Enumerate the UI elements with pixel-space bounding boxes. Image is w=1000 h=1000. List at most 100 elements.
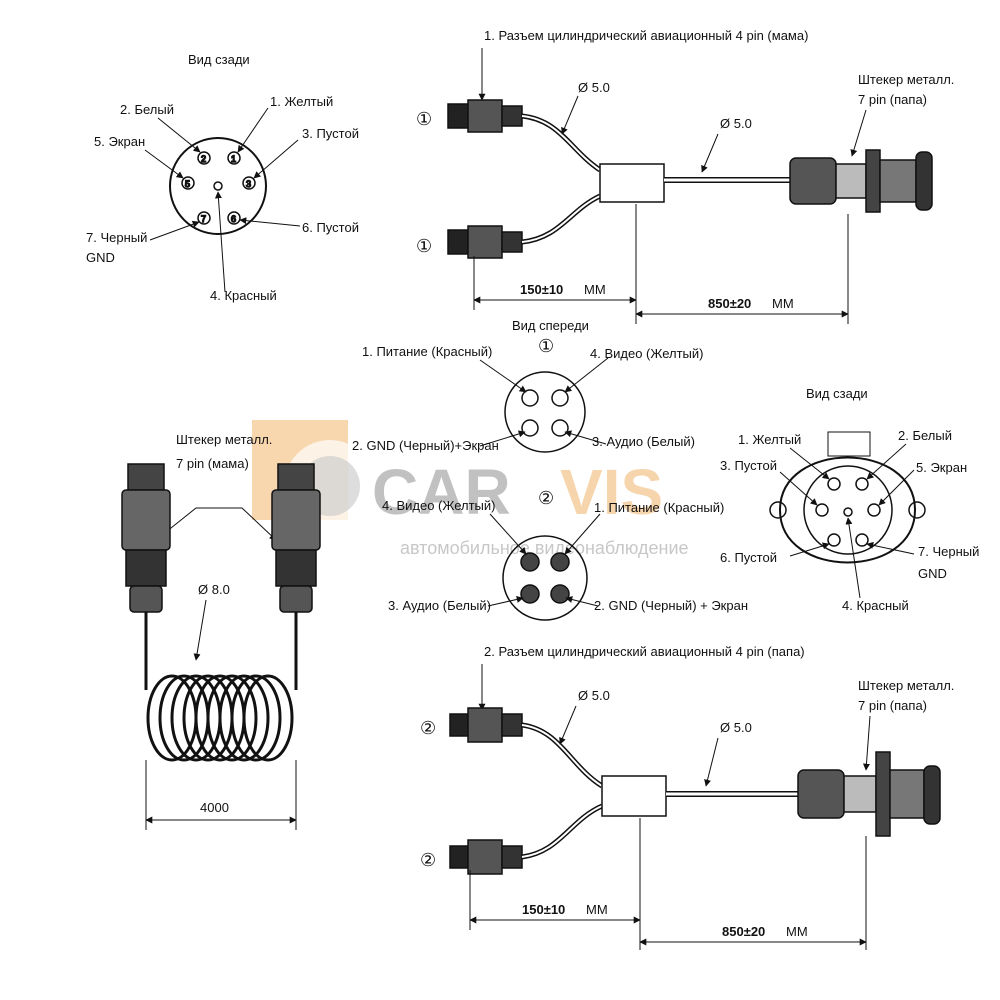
front1-video: 4. Видео (Желтый) <box>590 346 704 361</box>
coil-plug-line2: 7 pin (мама) <box>176 456 249 471</box>
length-long-b: 850±20 <box>722 924 765 939</box>
metal-plug-7pin-female-right <box>271 463 321 613</box>
svg-text:3: 3 <box>246 179 251 189</box>
rear-right-face <box>803 465 893 555</box>
coil-loop <box>242 674 294 762</box>
metal-plug-7pin-male-top <box>789 149 933 213</box>
rr-pin-7-gnd: GND <box>918 566 947 581</box>
front-2-leaders <box>487 513 601 607</box>
front-view-title: Вид спереди <box>512 318 589 333</box>
metal-plug-7pin-female-left <box>121 463 171 613</box>
pin-label-6: 6. Пустой <box>302 220 359 235</box>
coiled-cable: Штекер металл. 7 pin (мама) Ø 8.0 4000 <box>121 432 321 830</box>
svg-text:5: 5 <box>185 179 190 189</box>
rr-pin-7: 7. Черный <box>918 544 979 559</box>
part-number-label <box>827 431 871 457</box>
rr-pin-6: 6. Пустой <box>720 550 777 565</box>
flange-plate <box>778 456 917 564</box>
coil-loop <box>206 674 258 762</box>
marker-2-upper: ② <box>420 718 436 738</box>
rr-pin-3: 3. Пустой <box>720 458 777 473</box>
dimension-lines-b <box>469 818 867 950</box>
watermark: CAR VIS автомобильное видеонаблюдение <box>252 420 689 558</box>
pin-label-2: 2. Белый <box>120 102 174 117</box>
leader-lines <box>144 107 301 293</box>
length-short-unit-b: ММ <box>586 902 608 917</box>
connector1-title: 1. Разъем цилиндрический авиационный 4 p… <box>484 28 808 43</box>
pin-label-4: 4. Красный <box>210 288 277 303</box>
svg-text:1: 1 <box>231 154 236 164</box>
front1-audio: 3. Аудио (Белый) <box>592 434 695 449</box>
front2-gnd: 2. GND (Черный) + Экран <box>594 598 748 613</box>
coil-loops <box>146 674 294 762</box>
coil-dimension <box>145 760 297 830</box>
length-short: 150±10 <box>520 282 563 297</box>
rr-pin-2: 2. Белый <box>898 428 952 443</box>
coil-plug-line1: Штекер металл. <box>176 432 272 447</box>
watermark-brand-right: VIS <box>560 456 663 528</box>
front2-audio: 3. Аудио (Белый) <box>388 598 491 613</box>
watermark-brand-left: CAR <box>372 456 511 528</box>
marker-1-lower: ① <box>416 236 432 256</box>
front1-power: 1. Питание (Красный) <box>362 344 492 359</box>
pin-label-7-gnd: GND <box>86 250 115 265</box>
watermark-tagline: автомобильное видеонаблюдение <box>400 538 689 558</box>
connector2-title: 2. Разъем цилиндрический авиационный 4 p… <box>484 644 805 659</box>
pin-holes: 2 1 5 3 7 6 <box>181 151 256 225</box>
front-connector-2 <box>502 535 588 621</box>
dimension-lines <box>473 204 849 324</box>
rear-right-title: Вид сзади <box>806 386 868 401</box>
plug-b-line1: Штекер металл. <box>858 678 954 693</box>
splitter-block <box>599 163 665 203</box>
rear-view-right: Вид сзади 1. Желтый 2. Белый 3. Пустой 5… <box>720 386 979 613</box>
dia-label-main-b: Ø 5.0 <box>720 720 752 735</box>
svg-text:7: 7 <box>201 214 206 224</box>
length-long-unit: ММ <box>772 296 794 311</box>
length-short-unit: ММ <box>584 282 606 297</box>
coil-length: 4000 <box>200 800 229 815</box>
rear-view-title: Вид сзади <box>188 52 250 67</box>
front-marker-2: ② <box>538 488 554 508</box>
coil-loop <box>218 674 270 762</box>
length-long-unit-b: ММ <box>786 924 808 939</box>
dia-label-main: Ø 5.0 <box>720 116 752 131</box>
cable-assembly-top: 1. Разъем цилиндрический авиационный 4 p… <box>416 28 954 324</box>
pin-label-3: 3. Пустой <box>302 126 359 141</box>
pin-label-1: 1. Желтый <box>270 94 333 109</box>
front-view: Вид спереди ① 1. Питание (Красный) 4. Ви… <box>352 318 748 621</box>
dia-label-branch-b: Ø 5.0 <box>578 688 610 703</box>
front2-power: 1. Питание (Красный) <box>594 500 724 515</box>
coil-loop <box>230 674 282 762</box>
rr-pin-5: 5. Экран <box>916 460 967 475</box>
front-marker-1: ① <box>538 336 554 356</box>
length-long: 850±20 <box>708 296 751 311</box>
dia-label-branch: Ø 5.0 <box>578 80 610 95</box>
aviation-connector-male-lower <box>449 839 523 875</box>
metal-plug-7pin-male-bottom <box>797 751 941 837</box>
plug-label-line1: Штекер металл. <box>858 72 954 87</box>
pin-label-5: 5. Экран <box>94 134 145 149</box>
pin-label-7: 7. Черный <box>86 230 147 245</box>
rear-view-top-left: Вид сзади 2 1 5 3 7 6 2. Белый 1. Желтый… <box>86 52 359 303</box>
marker-1-upper: ① <box>416 109 432 129</box>
aviation-connector-female-upper <box>447 99 523 133</box>
rr-pin-1: 1. Желтый <box>738 432 801 447</box>
length-short-b: 150±10 <box>522 902 565 917</box>
plug-b-line2: 7 pin (папа) <box>858 698 927 713</box>
plug-label-line2: 7 pin (папа) <box>858 92 927 107</box>
front2-video: 4. Видео (Желтый) <box>382 498 496 513</box>
rear-right-pins <box>815 477 881 547</box>
connector-face <box>169 137 267 235</box>
rear-right-leaders <box>779 443 915 599</box>
marker-2-lower: ② <box>420 850 436 870</box>
front-connector-1 <box>504 371 586 453</box>
aviation-connector-male-upper <box>449 707 523 743</box>
coil-diameter: Ø 8.0 <box>198 582 230 597</box>
cable-assembly-bottom: 2. Разъем цилиндрический авиационный 4 p… <box>420 644 954 950</box>
aviation-connector-female-lower <box>447 225 523 259</box>
svg-text:6: 6 <box>231 214 236 224</box>
splitter-block-b <box>601 775 667 817</box>
front-1-leaders <box>479 357 609 447</box>
rr-pin-4: 4. Красный <box>842 598 909 613</box>
